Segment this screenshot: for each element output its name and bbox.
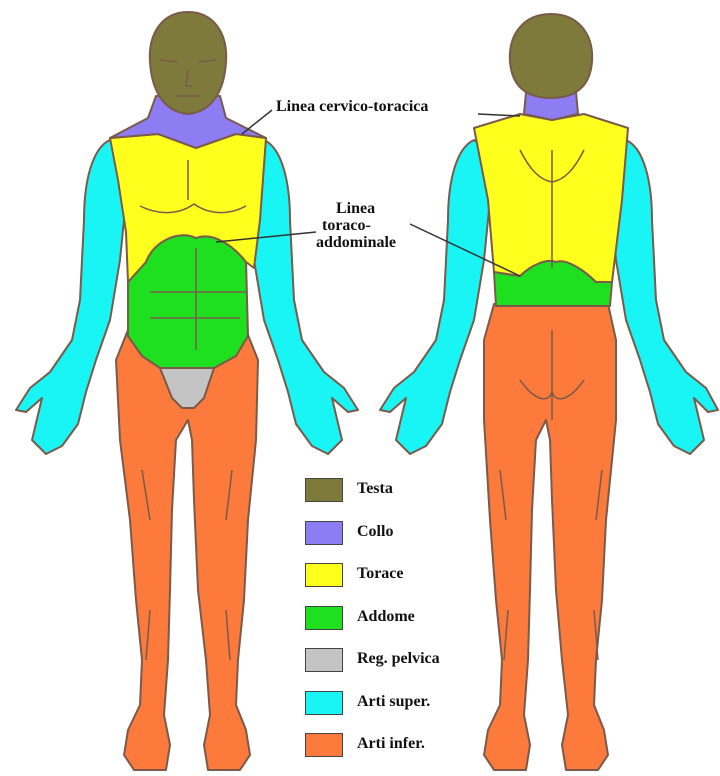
legend-item: Reg. pelvica [305, 646, 485, 689]
legend-item: Arti super. [305, 689, 485, 732]
front-head [150, 12, 226, 114]
legend-item: Torace [305, 561, 485, 604]
legend-item: Arti infer. [305, 731, 485, 774]
legend-label: Torace [357, 565, 404, 583]
cervico-thoracic-line-label: Linea cervico-toracica [276, 98, 428, 115]
legend-item: Testa [305, 476, 485, 519]
back-thorax [474, 114, 628, 282]
legend-label: Arti super. [357, 693, 430, 711]
leader-cervico-front [242, 110, 272, 134]
legend-swatch [305, 691, 343, 715]
legend-swatch [305, 733, 343, 757]
legend-swatch [305, 478, 343, 502]
legend-label: Reg. pelvica [357, 650, 440, 668]
front-right-arm [248, 140, 358, 454]
legend-label: Addome [357, 608, 415, 626]
back-right-arm [610, 140, 718, 454]
leader-cervico-back [478, 114, 520, 116]
legend: TestaColloToraceAddomeReg. pelvicaArti s… [305, 476, 485, 774]
legend-swatch [305, 563, 343, 587]
back-lower-limbs [484, 304, 616, 770]
back-left-arm [380, 140, 490, 454]
back-head [510, 14, 592, 98]
legend-item: Collo [305, 519, 485, 562]
thoraco-abdominal-line-label-2: toraco- [322, 217, 371, 234]
legend-swatch [305, 521, 343, 545]
legend-item: Addome [305, 604, 485, 647]
legend-label: Arti infer. [357, 735, 425, 753]
thoraco-abdominal-line-label-1: Linea [336, 200, 375, 217]
thoraco-abdominal-line-label-3: addominale [316, 234, 396, 251]
legend-label: Collo [357, 523, 393, 541]
legend-swatch [305, 606, 343, 630]
legend-swatch [305, 648, 343, 672]
front-left-arm [16, 140, 126, 454]
legend-label: Testa [357, 480, 393, 498]
